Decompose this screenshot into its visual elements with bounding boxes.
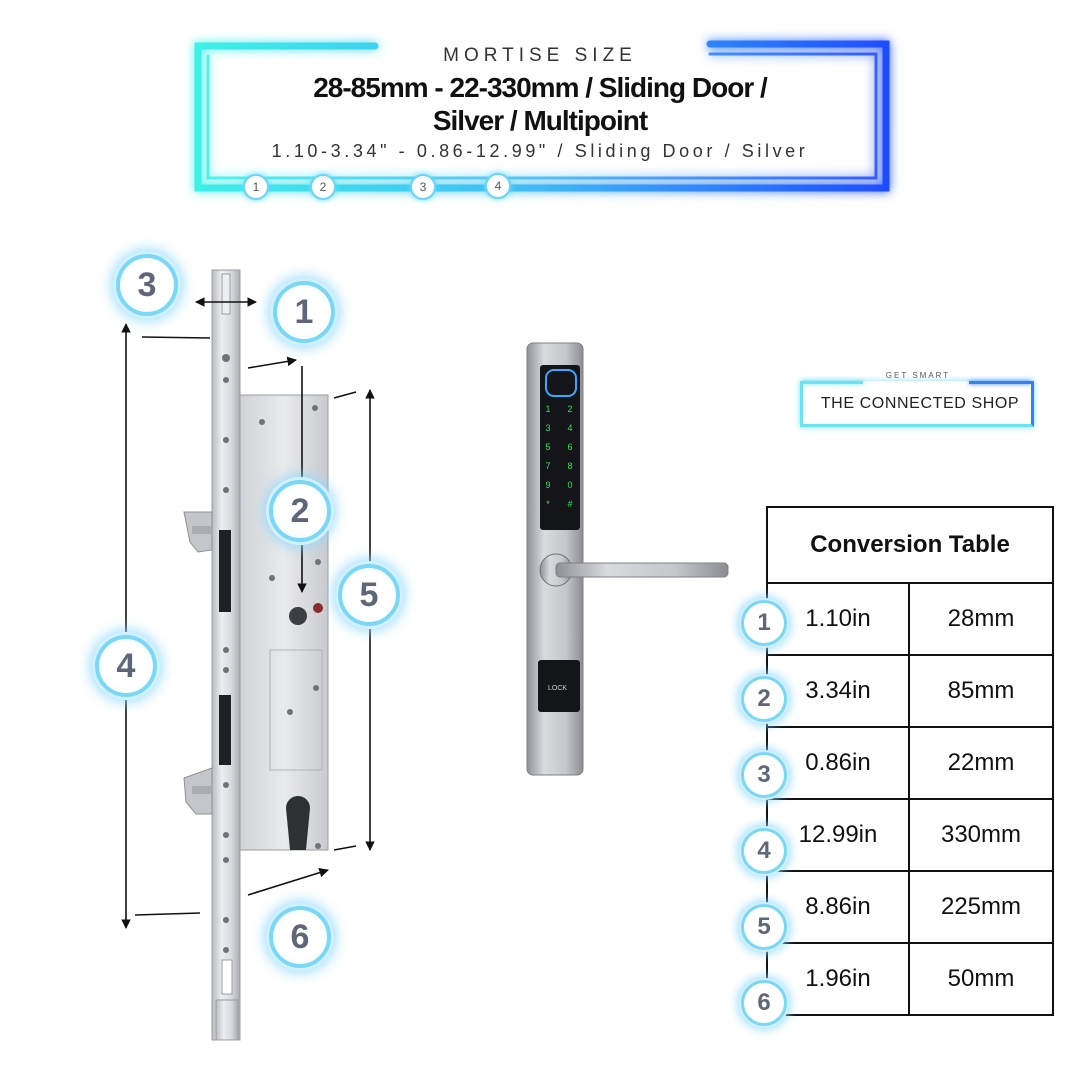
lock-label: LOCK bbox=[548, 685, 567, 692]
table-header-row: Conversion Table bbox=[766, 506, 1054, 584]
header-title-line1: 28-85mm - 22-330mm / Sliding Door / bbox=[313, 72, 768, 103]
mortise-lock-diagram: 1 2 3 4 5 6 7 8 9 0 * # LOCK 3 1 2 5 4 6 bbox=[0, 230, 760, 1080]
keypad-key: # bbox=[567, 499, 572, 509]
keypad-key: 0 bbox=[567, 480, 572, 490]
row-badge-3: 3 bbox=[741, 752, 787, 798]
header-title-line2: Silver / Multipoint bbox=[432, 105, 648, 136]
badge-3: 3 bbox=[116, 254, 178, 316]
keypad-key: 4 bbox=[567, 423, 572, 433]
lock-illustration: 1 2 3 4 5 6 7 8 9 0 * # LOCK bbox=[121, 269, 729, 1041]
keypad-key: 5 bbox=[545, 442, 550, 452]
badge-6: 6 bbox=[269, 906, 331, 968]
header-subtitle: 1.10-3.34" - 0.86-12.99" / Sliding Door … bbox=[271, 141, 809, 161]
row-badge-5: 5 bbox=[741, 904, 787, 950]
logo-tagline: GET SMART bbox=[885, 371, 951, 380]
neon-frame bbox=[194, 40, 890, 192]
table-row: 0.86in 22mm bbox=[766, 726, 1054, 800]
conversion-table: Conversion Table 1.10in 28mm 3.34in 85mm… bbox=[766, 506, 1054, 1016]
badge-2: 2 bbox=[269, 480, 331, 542]
header-step-3: 3 bbox=[410, 174, 436, 200]
cell-inches: 3.34in bbox=[766, 654, 910, 728]
row-badge-6: 6 bbox=[741, 980, 787, 1026]
cell-mm: 28mm bbox=[908, 582, 1054, 656]
table-row: 1.10in 28mm bbox=[766, 582, 1054, 656]
keypad-key: 8 bbox=[567, 461, 572, 471]
header-step-2: 2 bbox=[310, 174, 336, 200]
badge-4: 4 bbox=[95, 635, 157, 697]
badge-5: 5 bbox=[338, 564, 400, 626]
cell-inches: 1.10in bbox=[766, 582, 910, 656]
table-row: 8.86in 225mm bbox=[766, 870, 1054, 944]
header-step-1: 1 bbox=[243, 174, 269, 200]
smart-lock-handle: 1 2 3 4 5 6 7 8 9 0 * # LOCK bbox=[526, 342, 729, 776]
cell-inches: 8.86in bbox=[766, 870, 910, 944]
mortise-lock bbox=[183, 269, 329, 1041]
table-row: 1.96in 50mm bbox=[766, 942, 1054, 1016]
cell-inches: 0.86in bbox=[766, 726, 910, 800]
header-label: MORTISE SIZE bbox=[443, 45, 637, 66]
header-banner: MORTISE SIZE 28-85mm - 22-330mm / Slidin… bbox=[0, 0, 1080, 230]
logo-name: THE CONNECTED SHOP bbox=[820, 395, 1020, 412]
cell-inches: 12.99in bbox=[766, 798, 910, 872]
row-badge-1: 1 bbox=[741, 600, 787, 646]
keypad-key: 6 bbox=[567, 442, 572, 452]
table-title: Conversion Table bbox=[766, 506, 1054, 584]
cell-mm: 85mm bbox=[908, 654, 1054, 728]
keypad-key: 2 bbox=[567, 404, 572, 414]
keypad-key: 7 bbox=[545, 461, 550, 471]
table-row: 12.99in 330mm bbox=[766, 798, 1054, 872]
cell-mm: 225mm bbox=[908, 870, 1054, 944]
badge-1: 1 bbox=[273, 281, 335, 343]
row-badge-2: 2 bbox=[741, 676, 787, 722]
brand-logo: GET SMART THE CONNECTED SHOP bbox=[798, 371, 1038, 431]
keypad-key: 1 bbox=[545, 404, 550, 414]
header-step-4: 4 bbox=[485, 173, 511, 199]
table-row: 3.34in 85mm bbox=[766, 654, 1054, 728]
keypad-key: 9 bbox=[545, 480, 550, 490]
cell-mm: 330mm bbox=[908, 798, 1054, 872]
row-badge-4: 4 bbox=[741, 828, 787, 874]
logo-frame: THE CONNECTED SHOP bbox=[800, 381, 1034, 427]
cell-inches: 1.96in bbox=[766, 942, 910, 1016]
cell-mm: 50mm bbox=[908, 942, 1054, 1016]
keypad-key: * bbox=[546, 499, 550, 509]
keypad-key: 3 bbox=[545, 423, 550, 433]
cell-mm: 22mm bbox=[908, 726, 1054, 800]
